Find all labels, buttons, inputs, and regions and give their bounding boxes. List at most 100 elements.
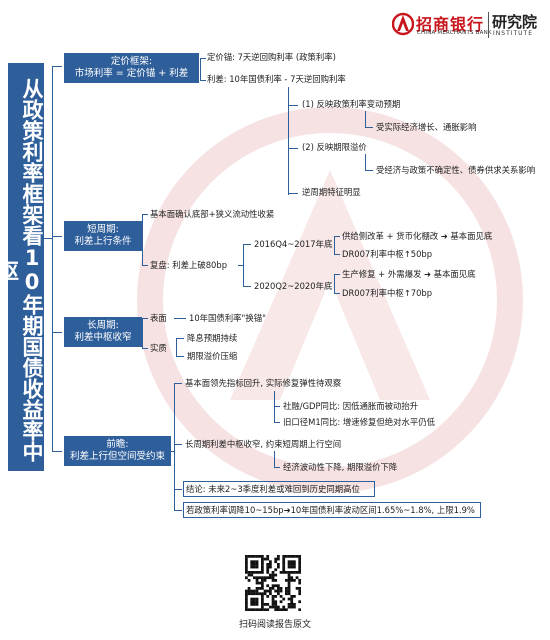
outlook-volatility: 经济波动性下降, 期限溢价下降 <box>283 462 398 472</box>
framework-anchor: 定价锚: 7天逆回购利率 (政策利率) <box>207 52 336 62</box>
episode-2020-driver: 生产修复 + 外需爆发 ➜ 基本面见底 <box>342 269 476 279</box>
long-essence-1: 降息预期持续 <box>187 333 238 343</box>
connector <box>176 338 184 340</box>
node-label: 利差中枢收窄 <box>74 332 132 343</box>
connector <box>52 236 62 238</box>
connector <box>200 58 202 80</box>
connector <box>52 66 62 68</box>
node-long-cycle: 长周期: 利差中枢收窄 <box>64 317 142 347</box>
connector <box>174 383 176 511</box>
node-outlook: 前瞻: 利差上行但空间受约束 <box>64 436 171 466</box>
long-surface: 10年国债利率"换锚" <box>189 313 266 323</box>
spread-countercyclical: 逆周期特征明显 <box>302 187 361 197</box>
connector <box>200 80 206 82</box>
outlook-m1: 旧口径M1同比: 增速修复但绝对水平仍低 <box>283 417 436 427</box>
node-label: 前瞻: <box>106 439 129 450</box>
title-box: 从政策利率框架看10年期国债收益率中枢 <box>0 63 44 471</box>
logo-divider <box>488 12 489 38</box>
connector <box>274 467 280 469</box>
connector <box>174 444 182 446</box>
connector <box>52 451 62 453</box>
episode-2016: 2016Q4~2017年底 <box>254 239 333 249</box>
node-label: 定价框架: <box>110 56 153 67</box>
connector <box>52 332 62 334</box>
connector <box>174 383 182 385</box>
connector <box>174 318 186 320</box>
conclusion-box <box>183 481 375 497</box>
spread-component-2: (2) 反映期限溢价 <box>302 142 367 152</box>
root-connector <box>52 66 54 451</box>
connector <box>171 451 174 453</box>
episode-2020-dr007: DR007利率中枢↑70bp <box>342 288 433 298</box>
long-essence-label: 实质 <box>150 343 167 353</box>
episode-2016-driver: 供给侧改革 + 货币化棚改 ➜ 基本面见底 <box>342 231 493 241</box>
connector <box>238 265 243 267</box>
connector <box>142 214 148 216</box>
node-label: 长周期: <box>87 320 119 331</box>
connector <box>274 406 280 408</box>
connector <box>200 58 206 60</box>
connector <box>334 254 340 256</box>
framework-spread: 利差: 10年国债利率 - 7天逆回购利率 <box>207 74 346 84</box>
connector <box>288 148 298 150</box>
connector <box>334 274 340 276</box>
node-short-cycle: 短周期: 利差上行条件 <box>64 221 142 251</box>
qr-caption: 扫码阅读报告原文 <box>238 620 311 630</box>
connector <box>274 422 280 424</box>
node-label: 短周期: <box>87 224 119 235</box>
node-label: 利差上行但空间受约束 <box>69 451 165 462</box>
connector <box>365 170 373 172</box>
connector <box>365 111 367 128</box>
qr-code[interactable] <box>245 555 301 611</box>
bank-logo-icon <box>392 12 414 36</box>
root-connector-stub <box>44 238 52 240</box>
long-essence-2: 期限溢价压缩 <box>187 351 238 361</box>
brand-name-en: CHINA MERCHANTS BANK <box>417 30 492 36</box>
long-surface-label: 表面 <box>150 313 167 323</box>
spread-component-1: (1) 反映政策利率变动预期 <box>302 99 401 109</box>
outlook-conclusion: 结论: 未来2~3季度利差或难回到历史同期高位 <box>186 484 360 494</box>
short-review: 复盘: 利差上破80bp <box>150 260 228 270</box>
outlook-projection: 若政策利率调降10~15bp➜10年国债利率波动区间1.65%~1.8%, 上限… <box>186 505 475 515</box>
connector <box>334 274 336 293</box>
connector <box>243 244 245 286</box>
projection-box <box>183 502 481 518</box>
connector <box>243 286 251 288</box>
connector <box>174 510 182 512</box>
connector <box>176 338 178 356</box>
outlook-spread-narrowing: 长周期利差中枢收窄, 约束短周期上行空间 <box>185 439 342 449</box>
connector <box>334 236 336 254</box>
brand-logo: 招商银行 CHINA MERCHANTS BANK 研究院 INSTITUTE <box>392 8 542 42</box>
connector <box>288 87 290 195</box>
outlook-fundamentals: 基本面领先指标回升, 实际修复弹性待观察 <box>185 378 342 388</box>
spread-component-1-detail: 受实际经济增长、通胀影响 <box>376 122 477 132</box>
node-label: 市场利率 = 定价锚 + 利差 <box>74 68 189 79</box>
dept-name-cn: 研究院 <box>492 13 538 31</box>
short-condition: 基本面确认底部+狭义流动性收紧 <box>150 209 275 219</box>
connector <box>243 244 251 246</box>
node-label: 利差上行条件 <box>74 236 132 247</box>
connector <box>142 265 148 267</box>
spread-component-2-detail: 受经济与政策不确定性、债券供求关系影响 <box>376 165 536 175</box>
connector <box>365 127 373 129</box>
outlook-tsf-gdp: 社融/GDP同比: 因低通胀而被动抬升 <box>283 401 419 411</box>
connector <box>365 154 367 171</box>
connector <box>174 489 182 491</box>
connector <box>334 236 340 238</box>
connector <box>288 193 298 195</box>
connector <box>142 348 148 350</box>
connector <box>176 356 184 358</box>
episode-2016-dr007: DR007利率中枢↑50bp <box>342 249 433 259</box>
connector <box>288 105 298 107</box>
node-pricing-framework: 定价框架: 市场利率 = 定价锚 + 利差 <box>64 53 199 83</box>
episode-2020: 2020Q2~2020年底 <box>254 281 333 291</box>
dept-name-en: INSTITUTE <box>493 30 534 37</box>
diagram-title: 从政策利率框架看10年期国债收益率中枢 <box>0 78 44 462</box>
watermark-logo <box>137 107 523 493</box>
connector <box>142 318 144 348</box>
brand-name-cn: 招商银行 <box>416 15 485 34</box>
connector <box>142 318 148 320</box>
connector <box>274 451 276 467</box>
connector <box>334 293 340 295</box>
connector <box>142 214 144 266</box>
